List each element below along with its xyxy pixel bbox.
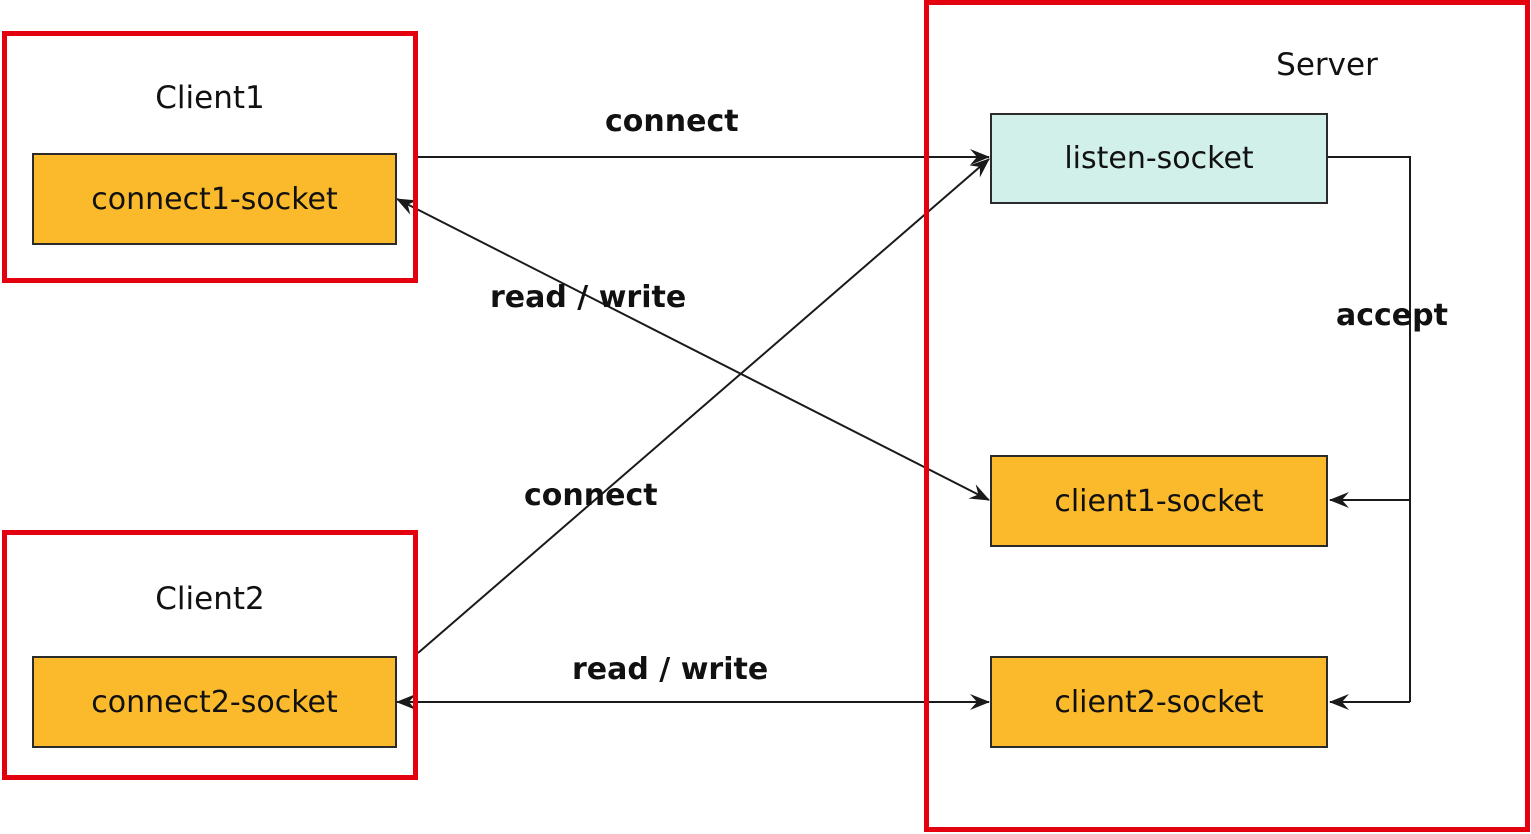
connect1-socket-box: connect1-socket [32,153,397,245]
client2-connect-label: connect [524,478,658,513]
accept-bracket [1328,156,1411,702]
client2-group: Client2 [2,530,418,780]
client2-title: Client2 [155,581,265,617]
server-group: Server [924,0,1530,832]
client1-socket-box: client1-socket [990,455,1328,547]
connect2-socket-box: connect2-socket [32,656,397,748]
listen-socket-box: listen-socket [990,113,1328,204]
client2-socket-box: client2-socket [990,656,1328,748]
client1-connect-label: connect [605,104,739,139]
client1-rw-arrow [396,198,990,501]
accept-label: accept [1336,298,1448,333]
client2-rw-label: read / write [572,652,769,687]
client1-group: Client1 [2,31,418,283]
client2-connect-arrow [417,158,990,654]
client1-rw-label: read / write [490,280,687,315]
server-title: Server [1276,47,1378,83]
client1-title: Client1 [155,80,265,116]
